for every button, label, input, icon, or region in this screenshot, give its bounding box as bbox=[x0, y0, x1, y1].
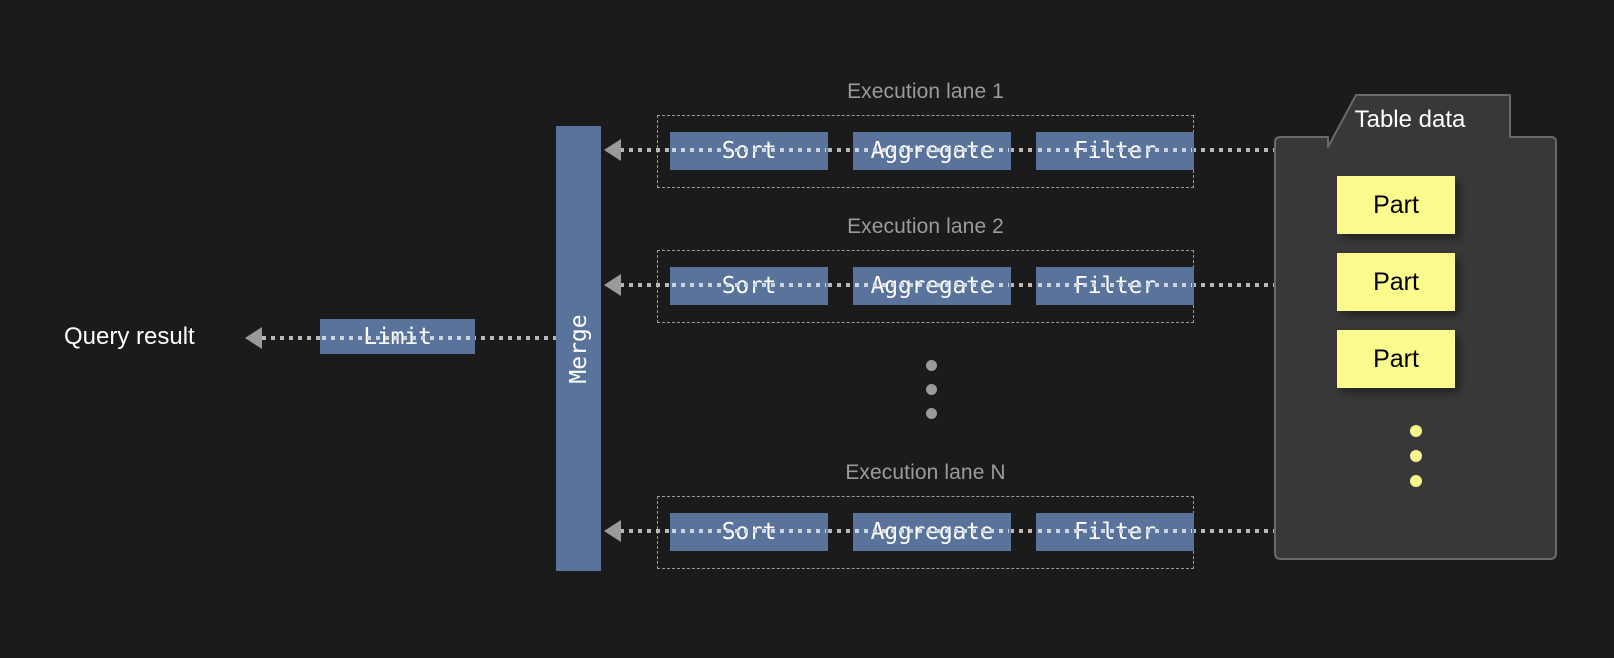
ellipsis-dot bbox=[926, 408, 937, 419]
lane-ellipsis-icon bbox=[926, 360, 937, 419]
connector-lane-2-to-merge bbox=[620, 283, 672, 287]
connector-lane-n-to-merge bbox=[620, 529, 672, 533]
connector-through-lane-2-filter bbox=[1038, 283, 1192, 287]
ellipsis-dot bbox=[926, 360, 937, 371]
arrow-lane-1-to-merge-icon bbox=[604, 139, 621, 161]
arrow-lane-2-to-merge-icon bbox=[604, 274, 621, 296]
connector-limit-to-query-result bbox=[262, 336, 324, 340]
part-box-2[interactable]: Part bbox=[1337, 253, 1455, 311]
connector-lane-n-to-table-data bbox=[1192, 529, 1280, 533]
lane-label-1: Execution lane 1 bbox=[847, 80, 1004, 103]
lane-label-n: Execution lane N bbox=[845, 461, 1006, 484]
connector-through-lane-1-filter bbox=[1038, 148, 1192, 152]
arrow-to-query-result-icon bbox=[245, 327, 262, 349]
table-data-title: Table data bbox=[1354, 106, 1466, 133]
connector-lane-2-aggregate-filter bbox=[1010, 283, 1036, 287]
connector-through-lane-1-sort bbox=[672, 148, 826, 152]
connector-through-lane-2-aggregate bbox=[855, 283, 1009, 287]
ellipsis-dot bbox=[926, 384, 937, 395]
connector-lane-n-aggregate-filter bbox=[1010, 529, 1036, 533]
connector-lane-1-to-merge bbox=[620, 148, 672, 152]
connector-lane-2-to-table-data bbox=[1192, 283, 1280, 287]
connector-through-limit bbox=[322, 336, 472, 340]
query-result-label: Query result bbox=[64, 323, 195, 350]
arrow-lane-n-to-merge-icon bbox=[604, 520, 621, 542]
ellipsis-dot bbox=[1410, 450, 1422, 462]
table-data-panel-outline bbox=[1274, 94, 1557, 560]
ellipsis-dot bbox=[1410, 475, 1422, 487]
connector-lane-1-sort-aggregate bbox=[828, 148, 854, 152]
connector-lane-1-to-table-data bbox=[1192, 148, 1280, 152]
connector-merge-to-limit bbox=[472, 336, 558, 340]
connector-through-lane-n-filter bbox=[1038, 529, 1192, 533]
connector-lane-1-aggregate-filter bbox=[1010, 148, 1036, 152]
connector-through-lane-2-sort bbox=[672, 283, 826, 287]
merge-label: Merge bbox=[565, 313, 592, 384]
connector-through-lane-1-aggregate bbox=[855, 148, 1009, 152]
connector-lane-2-sort-aggregate bbox=[828, 283, 854, 287]
connector-lane-n-sort-aggregate bbox=[828, 529, 854, 533]
part-ellipsis-icon bbox=[1410, 425, 1422, 487]
connector-through-lane-n-aggregate bbox=[855, 529, 1009, 533]
connector-through-lane-n-sort bbox=[672, 529, 826, 533]
part-box-3[interactable]: Part bbox=[1337, 330, 1455, 388]
ellipsis-dot bbox=[1410, 425, 1422, 437]
part-box-1[interactable]: Part bbox=[1337, 176, 1455, 234]
operator-merge[interactable]: Merge bbox=[556, 126, 601, 571]
lane-label-2: Execution lane 2 bbox=[847, 215, 1004, 238]
